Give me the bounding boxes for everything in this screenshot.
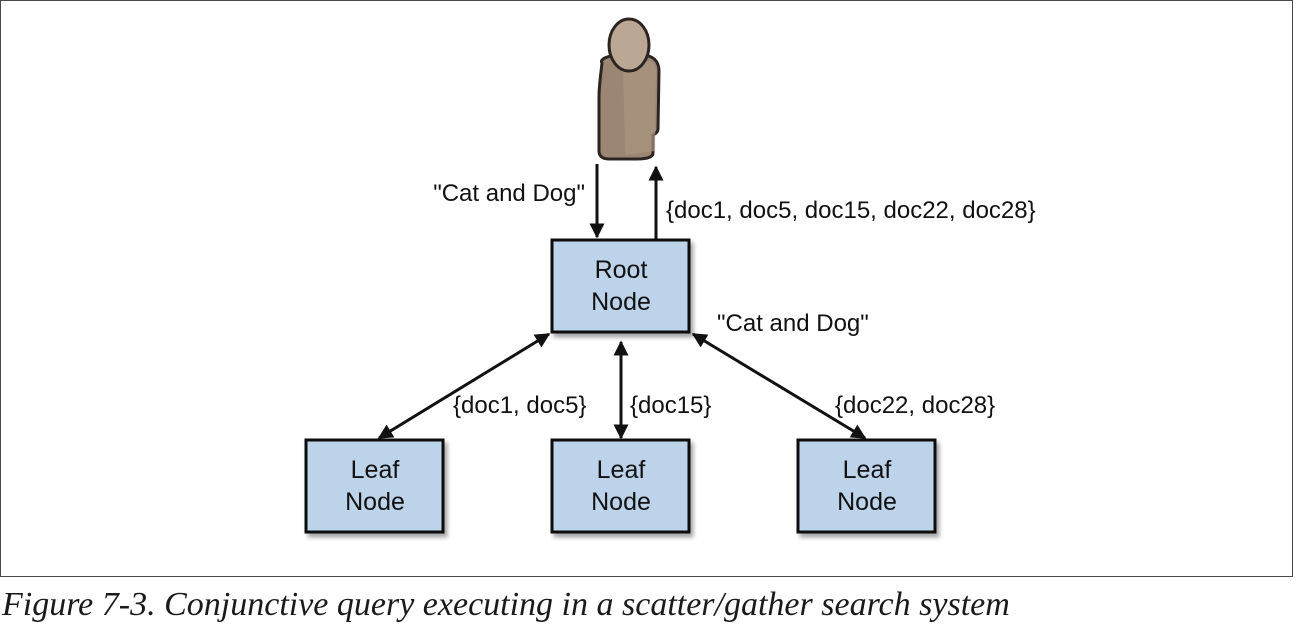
figure-caption: Figure 7-3. Conjunctive query executing … (2, 586, 1010, 623)
diagram-frame: Root Node Leaf Node Leaf Node Leaf Node … (0, 0, 1293, 577)
user-result-label: {doc1, doc5, doc15, doc22, doc28} (666, 197, 1036, 224)
edge-root-leaf-left (377, 332, 551, 440)
leaf-node-right: Leaf Node (796, 438, 937, 534)
root-node: Root Node (550, 238, 691, 334)
leaf-node-middle-label-line2: Node (591, 488, 651, 516)
leaf-middle-result-label: {doc15} (630, 392, 711, 419)
leaf-node-middle-label-line1: Leaf (597, 456, 646, 484)
leaf-node-left-label-line2: Node (345, 488, 405, 516)
leaf-right-result-label: {doc22, doc28} (835, 392, 995, 419)
leaf-node-left: Leaf Node (304, 438, 445, 534)
user-query-label: "Cat and Dog" (433, 180, 585, 207)
leaf-node-right-label-line2: Node (837, 488, 897, 516)
leaf-node-right-label-line1: Leaf (843, 456, 892, 484)
root-node-label-line1: Root (595, 256, 648, 284)
leaf-node-left-label-line1: Leaf (351, 456, 400, 484)
scatter-gather-diagram: Root Node Leaf Node Leaf Node Leaf Node … (304, 17, 1036, 534)
root-node-label-line2: Node (591, 288, 651, 316)
leaf-left-result-label: {doc1, doc5} (453, 392, 586, 419)
user-icon (597, 17, 661, 161)
edge-root-leaf-right (691, 332, 867, 440)
scatter-query-label: "Cat and Dog" (717, 310, 869, 337)
leaf-node-middle: Leaf Node (550, 438, 691, 534)
